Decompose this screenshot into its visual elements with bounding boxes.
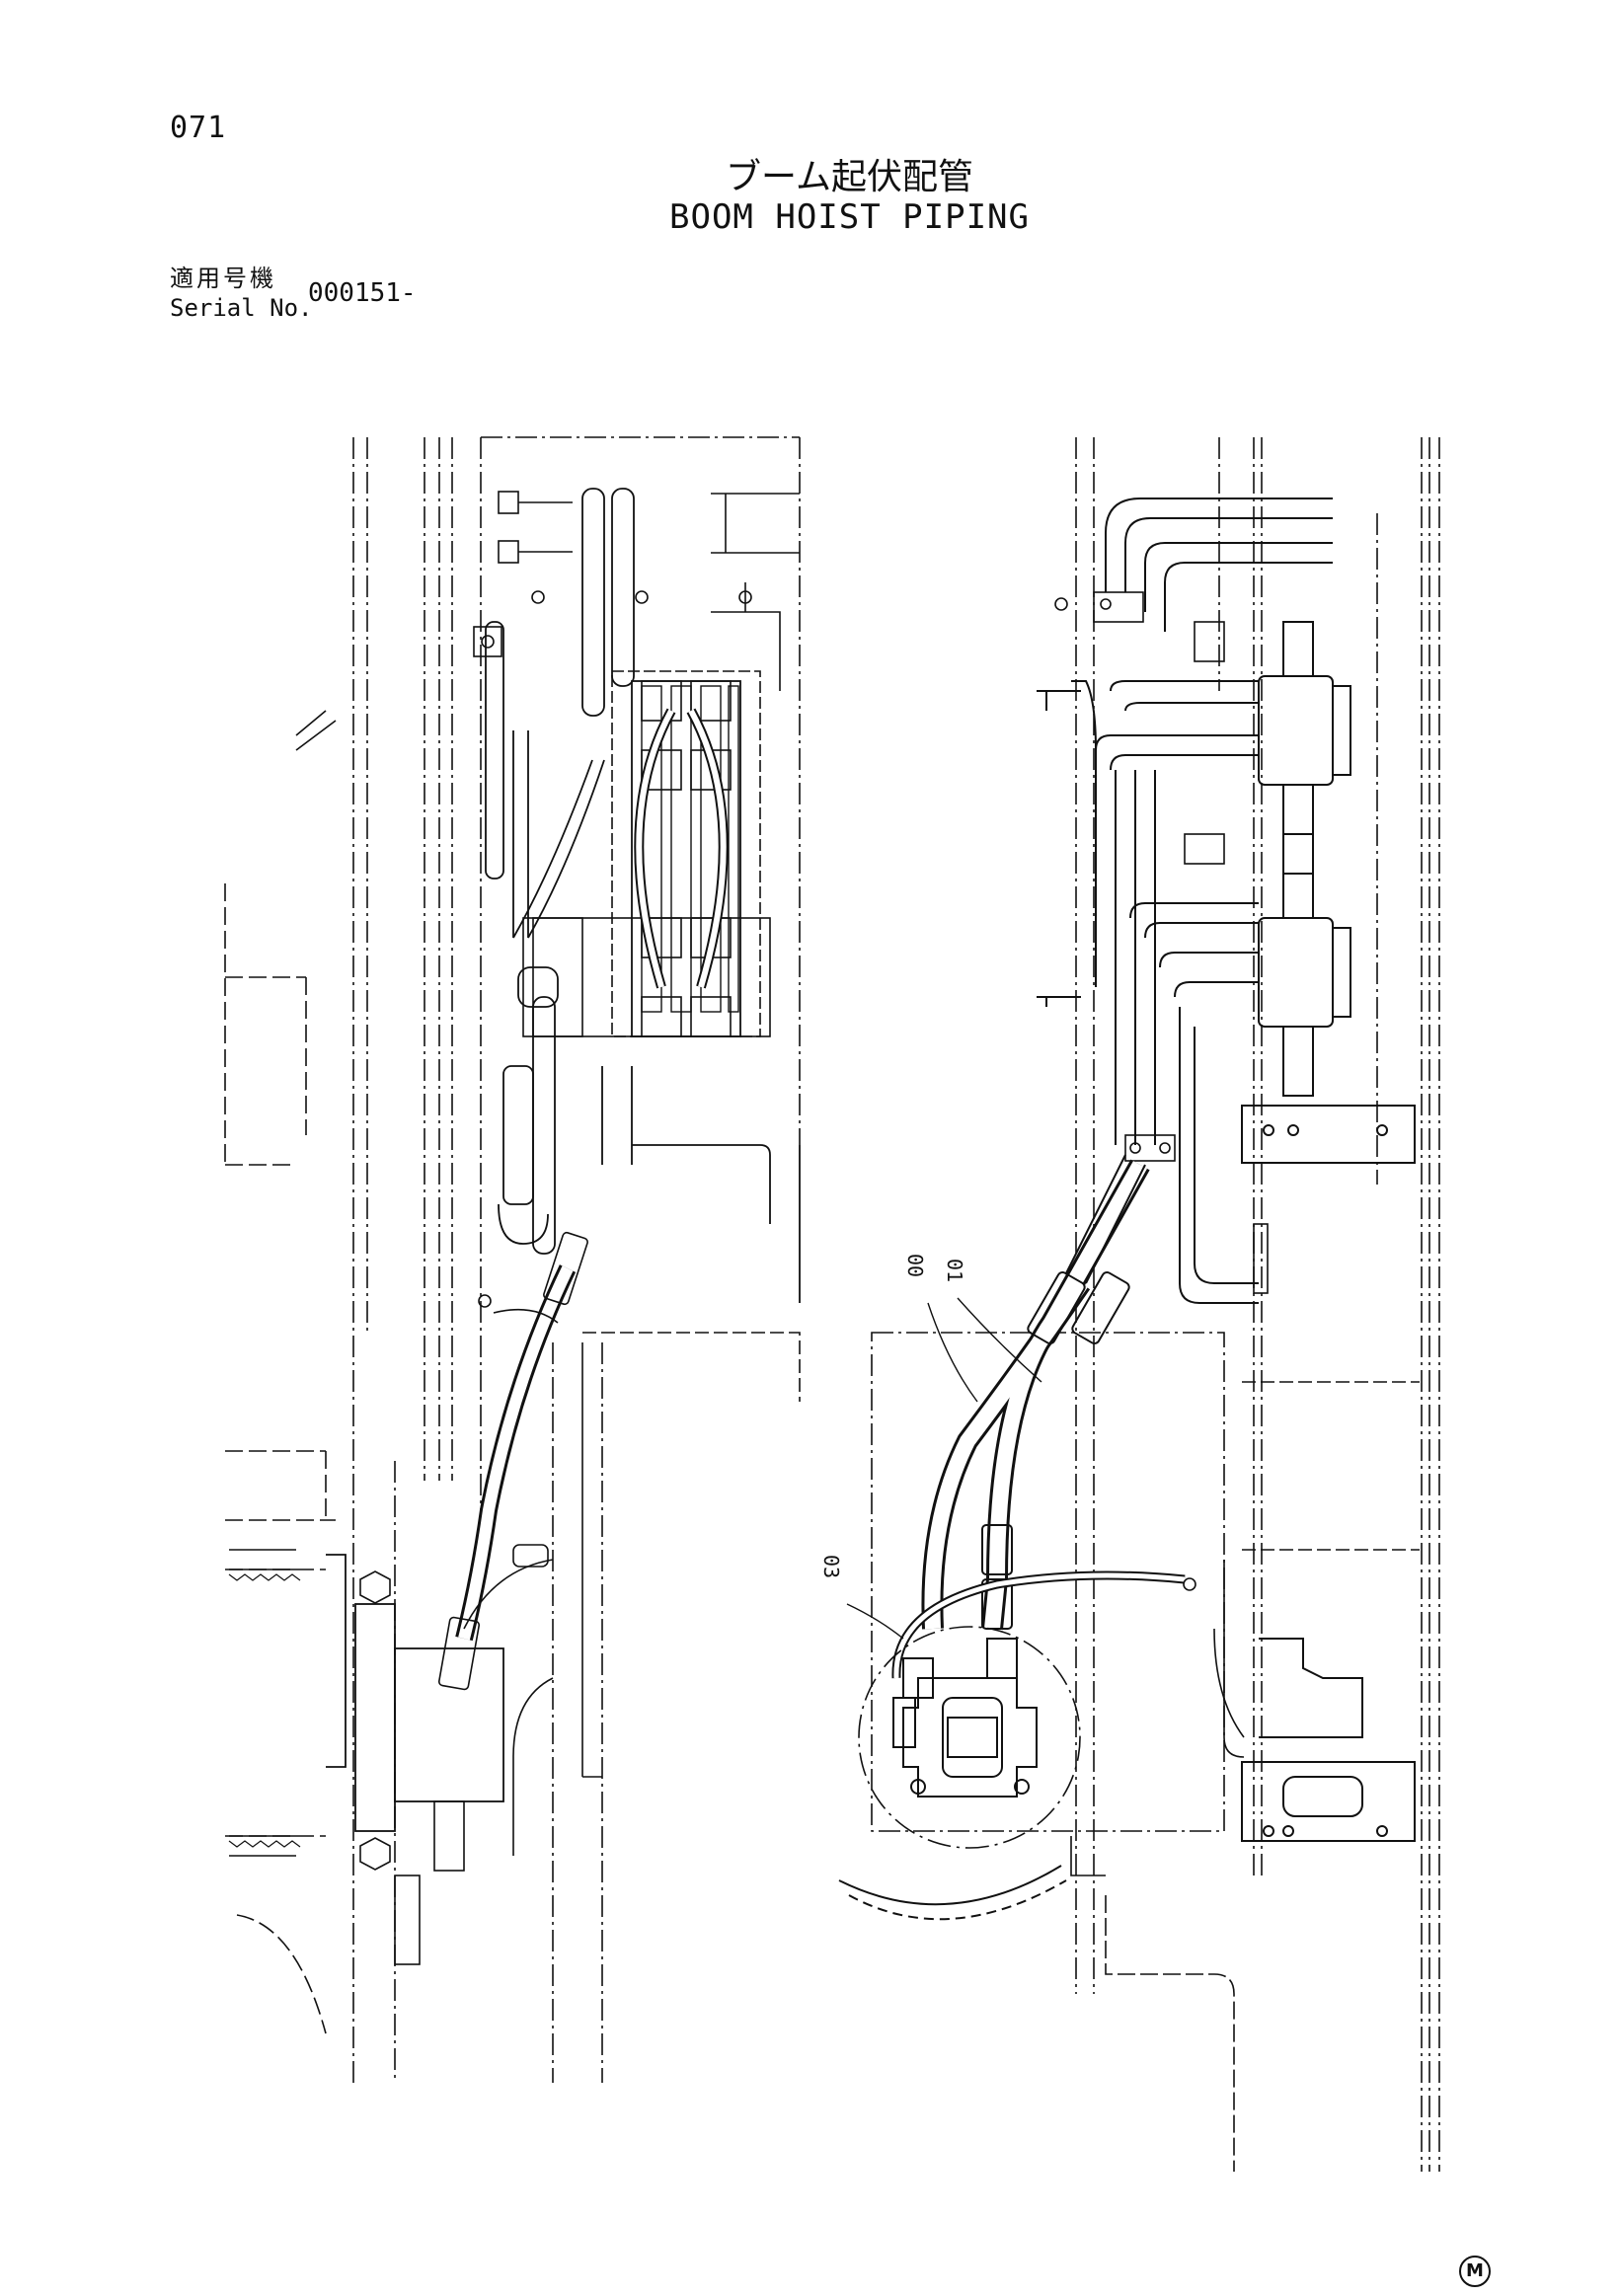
page-number: 071 [170, 111, 227, 145]
left-view [224, 436, 801, 2083]
callout-labels: 00 01 03 [819, 1254, 966, 1578]
right-view [838, 437, 1440, 2172]
callout-03: 03 [819, 1555, 843, 1578]
callout-00: 00 [903, 1254, 927, 1277]
title-japanese: ブーム起伏配管 [726, 157, 973, 197]
maker-mark-icon: M [1459, 2256, 1491, 2287]
callout-01: 01 [943, 1259, 966, 1282]
serial-number-value: 000151- [308, 278, 417, 308]
title-english: BOOM HOIST PIPING [669, 197, 1030, 237]
serial-label-japanese: 適用号機 [170, 265, 276, 292]
serial-label-english: Serial No. [170, 294, 313, 322]
